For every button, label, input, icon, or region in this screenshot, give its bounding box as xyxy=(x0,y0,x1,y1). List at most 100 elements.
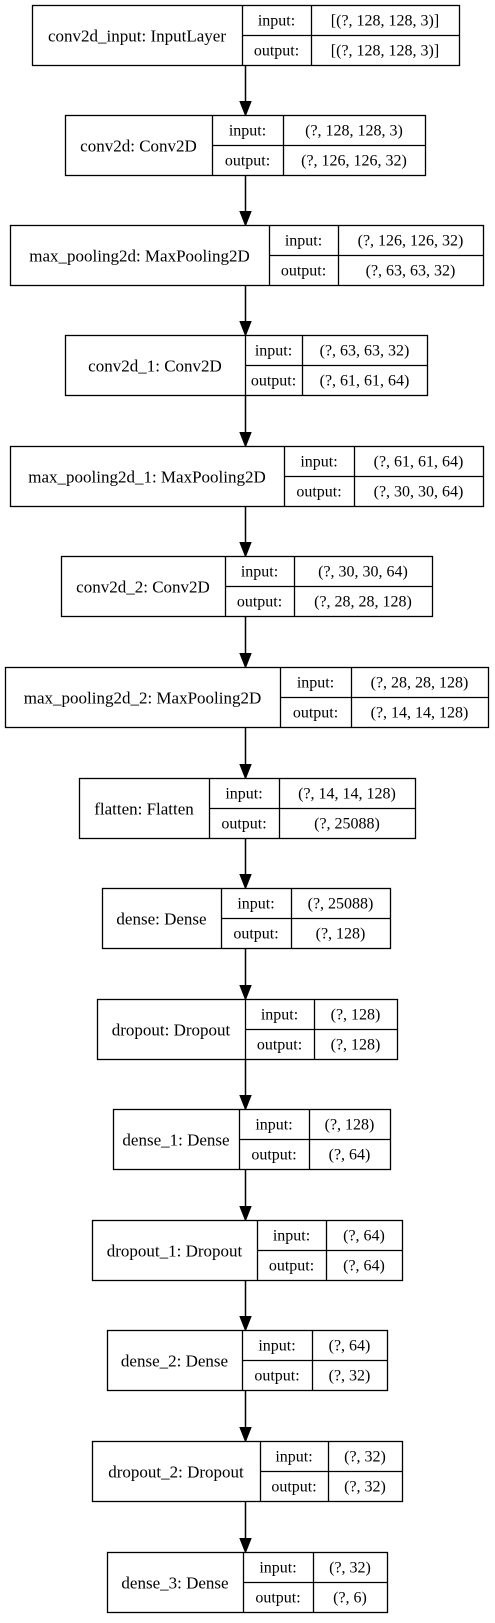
nodes-group: conv2d_input: InputLayer input: output: [(?… xyxy=(4,4,490,1614)
connector-arrow xyxy=(239,617,252,669)
input-label: input: xyxy=(261,1007,298,1024)
layer-name: conv2d_1: Conv2D xyxy=(88,357,222,376)
layer-name: dense_3: Dense xyxy=(121,1574,228,1593)
input-label: input: xyxy=(259,1560,296,1577)
layer-node: dropout: Dropout input: output: (?, 128) (?,… xyxy=(96,998,399,1061)
input-label: input: xyxy=(229,123,266,140)
layer-node: max_pooling2d: MaxPooling2D input: output:… xyxy=(9,224,485,287)
input-label: input: xyxy=(258,13,295,30)
output-label: output: xyxy=(255,1590,300,1607)
output-label: output: xyxy=(221,816,266,833)
layer-node: conv2d_input: InputLayer input: output: [(?… xyxy=(31,4,461,67)
layer-node: conv2d: Conv2D input: output: (?, 128, 128,… xyxy=(64,114,427,177)
input-shape: (?, 25088) xyxy=(308,896,374,913)
connector-arrow xyxy=(239,1060,252,1111)
output-label: output: xyxy=(254,43,299,60)
input-shape: (?, 64) xyxy=(343,1228,385,1245)
output-label: output: xyxy=(269,1258,314,1275)
layer-name: dense_2: Dense xyxy=(121,1352,228,1371)
connector-arrow xyxy=(239,1281,252,1332)
layer-node: max_pooling2d_1: MaxPooling2Dinput:outpu… xyxy=(9,445,485,508)
input-label: input: xyxy=(255,343,292,360)
output-shape: (?, 128) xyxy=(316,926,366,943)
input-shape: (?, 14, 14, 128) xyxy=(298,786,396,803)
input-shape: [(?, 128, 128, 3)] xyxy=(331,13,439,30)
layer-name: max_pooling2d: MaxPooling2D xyxy=(29,247,250,266)
edges-group xyxy=(239,66,252,1554)
output-label: output: xyxy=(254,1368,299,1385)
input-shape: (?, 126, 126, 32) xyxy=(358,233,464,250)
output-shape: (?, 64) xyxy=(329,1147,371,1164)
connector-arrow xyxy=(239,839,252,890)
layer-name: dropout: Dropout xyxy=(112,1021,231,1040)
connector-arrow xyxy=(239,396,252,448)
output-label: output: xyxy=(233,926,278,943)
input-shape: (?, 63, 63, 32) xyxy=(320,343,410,360)
layer-name: dense: Dense xyxy=(116,910,206,929)
input-label: input: xyxy=(225,786,262,803)
output-shape: (?, 64) xyxy=(343,1258,385,1275)
output-shape: (?, 61, 61, 64) xyxy=(320,373,410,390)
output-shape: (?, 25088) xyxy=(314,816,380,833)
layer-name: conv2d_2: Conv2D xyxy=(76,578,210,597)
output-shape: (?, 14, 14, 128) xyxy=(371,705,469,722)
input-shape: (?, 128, 128, 3) xyxy=(305,123,403,140)
layer-node: dense: Dense input: output: (?, 25088) (?, 1… xyxy=(101,887,392,950)
layer-node: conv2d_2: Conv2D input: output: (?, 30, 30,… xyxy=(60,555,434,618)
input-label: input: xyxy=(258,1338,295,1355)
input-shape: (?, 30, 30, 64) xyxy=(318,564,408,581)
output-shape: (?, 63, 63, 32) xyxy=(366,263,456,280)
output-shape: (?, 32) xyxy=(329,1368,371,1385)
layer-name: conv2d_input: InputLayer xyxy=(48,27,226,46)
connector-arrow xyxy=(239,728,252,780)
layer-name: conv2d: Conv2D xyxy=(80,137,197,156)
input-label: input: xyxy=(273,1228,310,1245)
output-label: output: xyxy=(271,1479,316,1496)
connector-arrow xyxy=(239,66,252,117)
layer-node: dense_2: Dense input: output: (?, 64) (?, 32… xyxy=(106,1329,389,1392)
output-label: output: xyxy=(251,1147,296,1164)
input-label: input: xyxy=(297,675,334,692)
layer-name: flatten: Flatten xyxy=(94,800,194,819)
output-shape: [(?, 128, 128, 3)] xyxy=(331,43,439,60)
input-label: input: xyxy=(300,454,337,471)
layer-node: dense_3: Dense input: output: (?, 32) (?, 6) xyxy=(106,1551,389,1614)
output-label: output: xyxy=(251,373,296,390)
input-shape: (?, 64) xyxy=(329,1338,371,1355)
connector-arrow xyxy=(239,1391,252,1443)
output-label: output: xyxy=(225,153,270,170)
layer-name: max_pooling2d_2: MaxPooling2D xyxy=(24,689,262,708)
output-label: output: xyxy=(257,1037,302,1054)
input-shape: (?, 32) xyxy=(344,1449,386,1466)
layer-name: dense_1: Dense xyxy=(122,1131,229,1150)
output-shape: (?, 6) xyxy=(333,1590,367,1607)
input-label: input: xyxy=(241,564,278,581)
input-label: input: xyxy=(285,233,322,250)
layer-node: max_pooling2d_2: MaxPooling2D input: outpu… xyxy=(4,666,490,729)
output-shape: (?, 128) xyxy=(331,1037,381,1054)
output-label: output: xyxy=(293,705,338,722)
input-label: input: xyxy=(275,1449,312,1466)
input-shape: (?, 32) xyxy=(329,1560,371,1577)
connector-arrow xyxy=(239,1170,252,1222)
layer-node: conv2d_1: Conv2D input: output: (?, 63, 63,… xyxy=(64,334,429,397)
input-shape: (?, 28, 28, 128) xyxy=(371,675,469,692)
connector-arrow xyxy=(239,286,252,337)
output-label: output: xyxy=(296,484,341,501)
connector-arrow xyxy=(239,176,252,227)
output-label: output: xyxy=(237,594,282,611)
output-label: output: xyxy=(281,263,326,280)
input-shape: (?, 61, 61, 64) xyxy=(374,454,464,471)
input-shape: (?, 128) xyxy=(331,1007,381,1024)
layer-node: flatten: Flatten input: output: (?, 14, 14,… xyxy=(78,777,417,840)
connector-arrow xyxy=(239,507,252,558)
connector-arrow xyxy=(239,949,252,1001)
output-shape: (?, 126, 126, 32) xyxy=(301,153,407,170)
input-shape: (?, 128) xyxy=(325,1117,375,1134)
input-label: input: xyxy=(237,896,274,913)
output-shape: (?, 30, 30, 64) xyxy=(374,484,464,501)
